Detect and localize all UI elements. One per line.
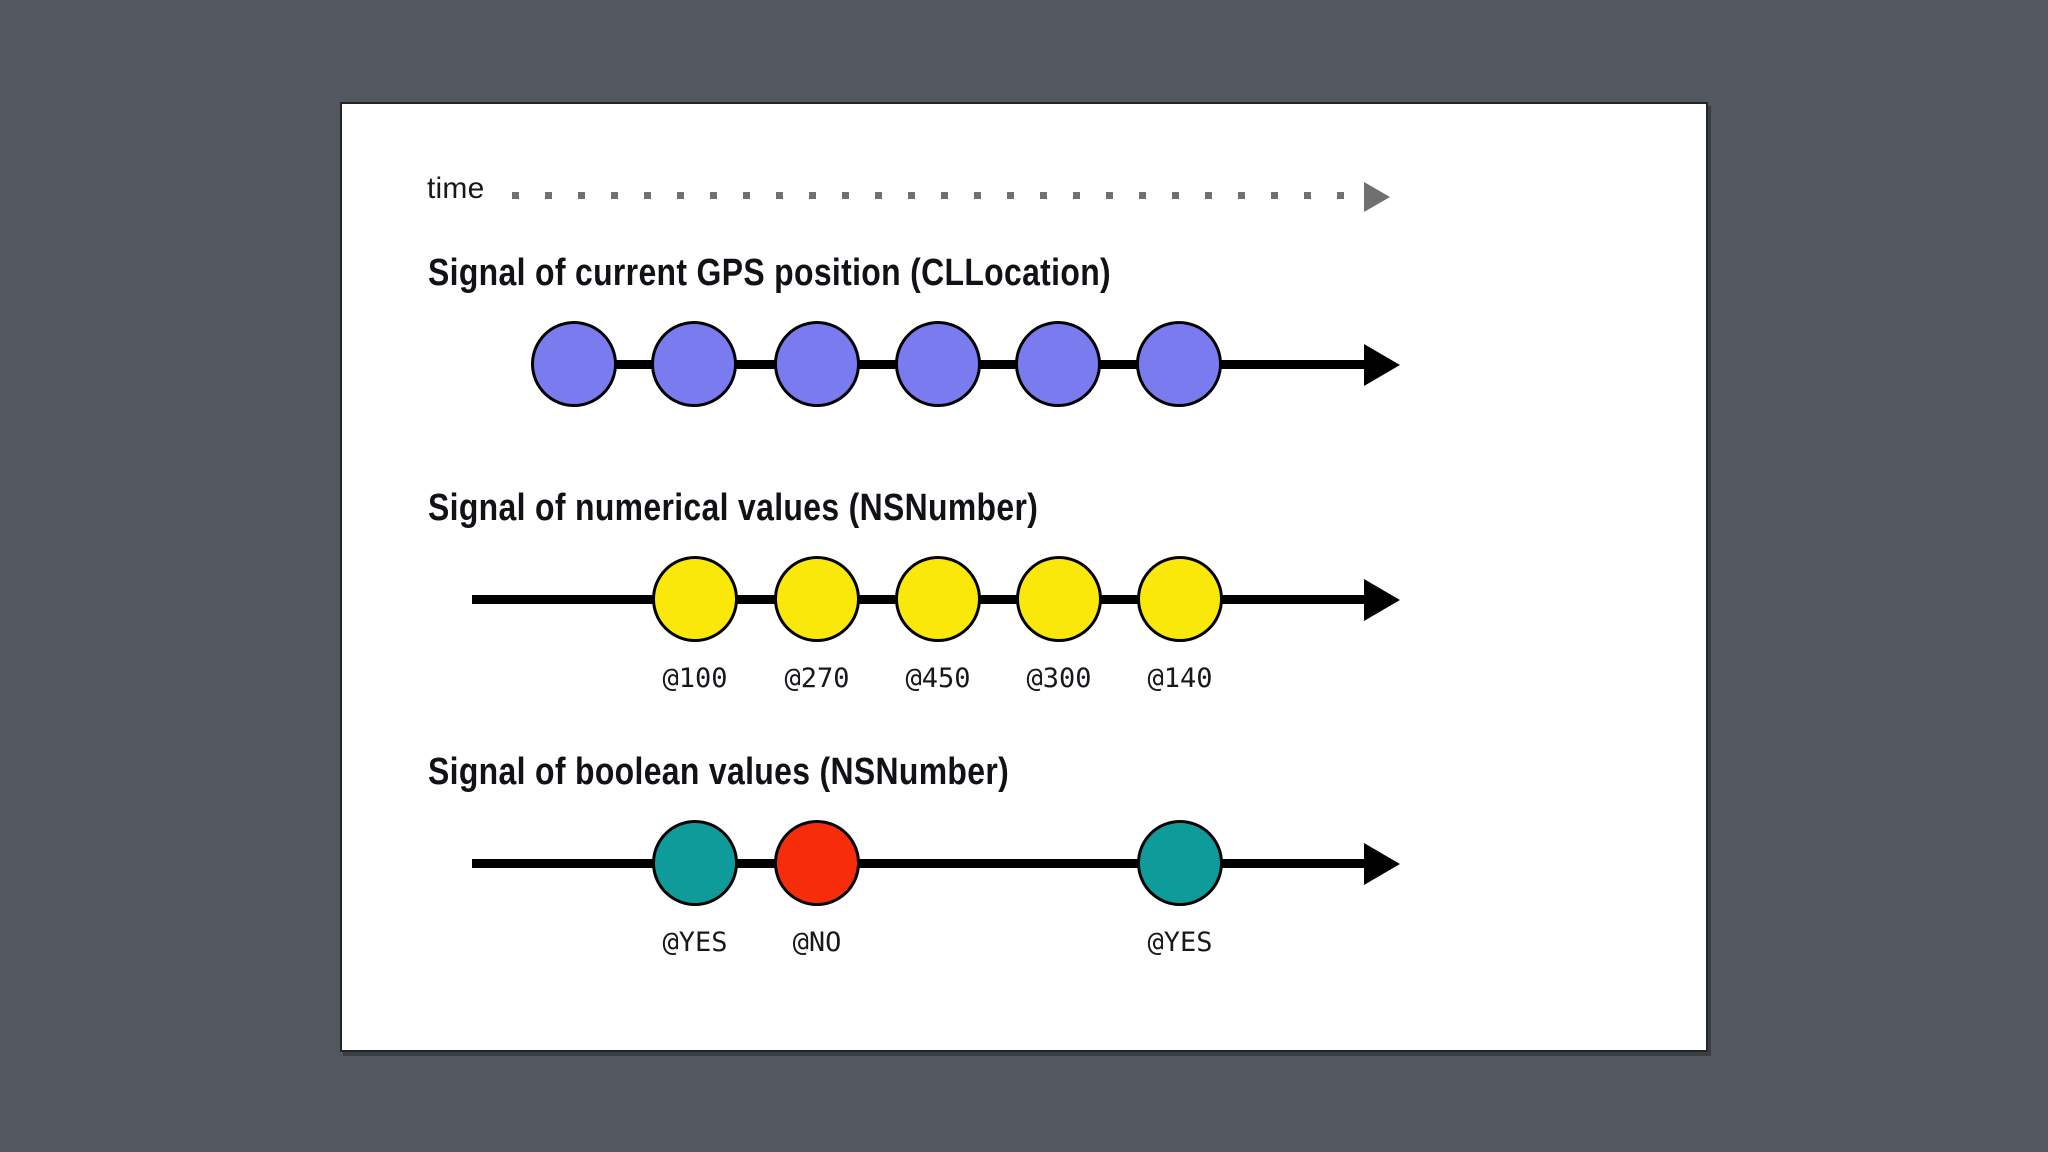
- time-axis-label: time: [427, 172, 485, 205]
- signal-arrowhead-icon: [1364, 579, 1400, 621]
- signal-event-label: @100: [662, 663, 728, 694]
- time-axis-dot: [611, 192, 618, 199]
- time-axis-dot: [1040, 192, 1047, 199]
- time-axis-dot: [677, 192, 684, 199]
- time-axis-arrowhead-icon: [1364, 182, 1390, 212]
- time-axis-dot: [908, 192, 915, 199]
- signal-event-node[interactable]: [895, 556, 981, 642]
- time-axis-dot: [1073, 192, 1080, 199]
- signal-event-label: @140: [1147, 663, 1213, 694]
- signal-arrowhead-icon: [1364, 843, 1400, 885]
- signal-event-label: @NO: [792, 927, 842, 958]
- time-axis-dot: [809, 192, 816, 199]
- signal-event-node[interactable]: [1137, 556, 1223, 642]
- slide-card: time Signal of current GPS position (CLL…: [340, 102, 1708, 1052]
- signal-event-node[interactable]: [774, 321, 860, 407]
- time-axis-dot: [1172, 192, 1179, 199]
- time-axis-dot: [512, 192, 519, 199]
- time-axis-dot: [1238, 192, 1245, 199]
- time-axis-dot: [1337, 192, 1344, 199]
- time-axis-dot: [842, 192, 849, 199]
- signal-title-gps: Signal of current GPS position (CLLocati…: [428, 252, 1111, 294]
- time-axis-dot: [776, 192, 783, 199]
- signal-event-node[interactable]: [652, 820, 738, 906]
- time-axis-dots: [512, 192, 1357, 202]
- signal-event-node[interactable]: [1137, 820, 1223, 906]
- time-axis-dot: [941, 192, 948, 199]
- signal-event-label: @YES: [1147, 927, 1213, 958]
- signal-event-label: @YES: [662, 927, 728, 958]
- signal-arrowhead-icon: [1364, 344, 1400, 386]
- signal-event-node[interactable]: [774, 556, 860, 642]
- signal-track-gps: [342, 304, 1706, 424]
- signal-event-node[interactable]: [1016, 556, 1102, 642]
- signal-track-booleans: @YES @NO @YES: [342, 803, 1706, 958]
- time-axis-dot: [1106, 192, 1113, 199]
- time-axis-dot: [875, 192, 882, 199]
- signal-event-label: @270: [784, 663, 850, 694]
- time-axis-dot: [710, 192, 717, 199]
- signal-event-node[interactable]: [774, 820, 860, 906]
- time-axis-dot: [974, 192, 981, 199]
- time-axis-row: time: [342, 166, 1706, 216]
- time-axis-dot: [644, 192, 651, 199]
- time-axis-dot: [545, 192, 552, 199]
- time-axis-dot: [578, 192, 585, 199]
- time-axis-dot: [1007, 192, 1014, 199]
- signal-event-label: @450: [905, 663, 971, 694]
- signal-event-node[interactable]: [1136, 321, 1222, 407]
- signal-event-label: @300: [1026, 663, 1092, 694]
- time-axis-dot: [743, 192, 750, 199]
- signal-title-booleans: Signal of boolean values (NSNumber): [428, 751, 1010, 793]
- time-axis-dot: [1271, 192, 1278, 199]
- signal-event-node[interactable]: [651, 321, 737, 407]
- signal-event-node[interactable]: [895, 321, 981, 407]
- time-axis-dot: [1205, 192, 1212, 199]
- signal-event-node[interactable]: [652, 556, 738, 642]
- signal-title-numbers: Signal of numerical values (NSNumber): [428, 487, 1039, 529]
- time-axis-dot: [1304, 192, 1311, 199]
- signal-line: [472, 859, 1366, 868]
- signal-event-node[interactable]: [1015, 321, 1101, 407]
- signal-track-numbers: @100 @270 @450 @300 @140: [342, 539, 1706, 694]
- time-axis-dot: [1139, 192, 1146, 199]
- signal-event-node[interactable]: [531, 321, 617, 407]
